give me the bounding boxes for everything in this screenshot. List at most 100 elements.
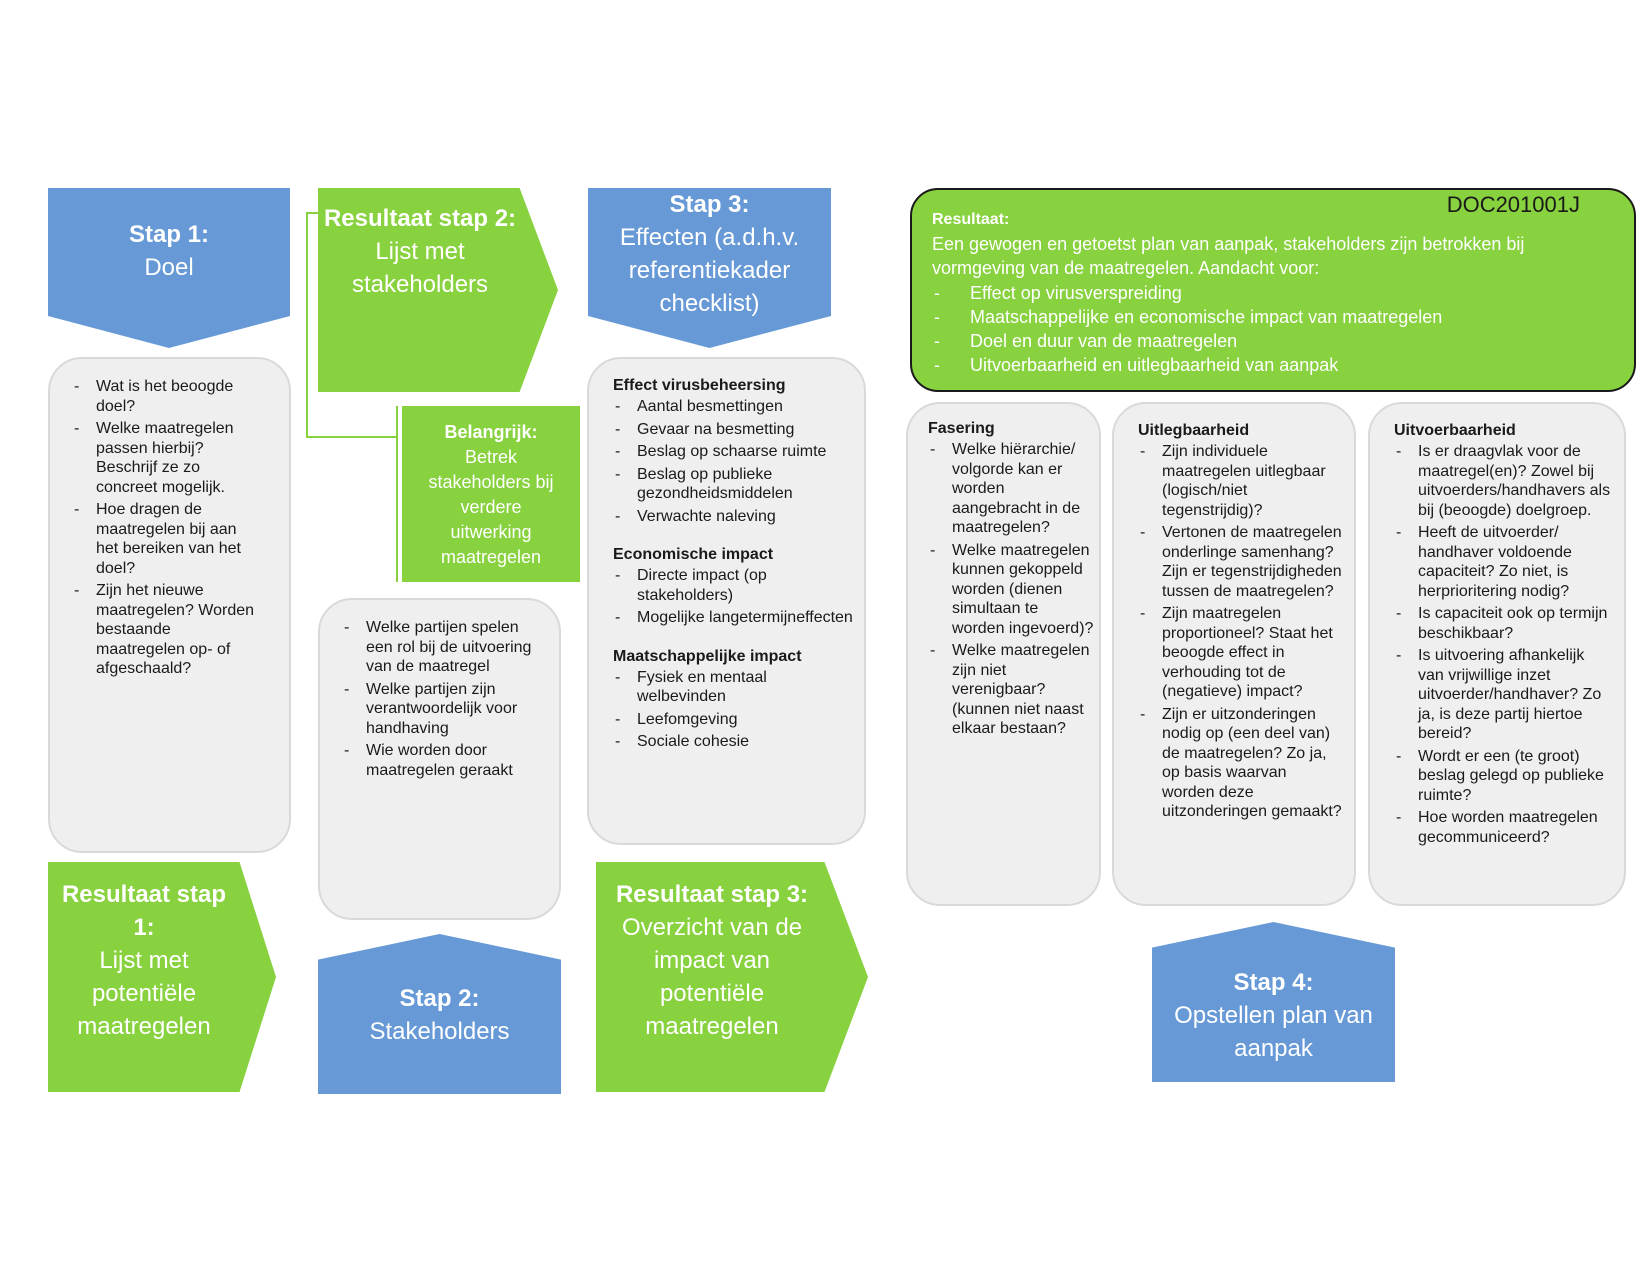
uitvoerbaarheid-card: Uitvoerbaarheid Is er draagvlak voor de … bbox=[1368, 402, 1626, 906]
list-item: Welke hiërarchie/ volgorde kan er worden… bbox=[928, 440, 1094, 538]
result-step1-line: potentiële bbox=[91, 980, 197, 1007]
list-item: Beslag op schaarse ruimte bbox=[613, 442, 853, 462]
connector-line bbox=[306, 436, 398, 438]
list-item: Wie worden door maatregelen geraakt bbox=[342, 741, 542, 780]
result-step3-line: Overzicht van de bbox=[621, 914, 803, 941]
connector-line bbox=[396, 406, 398, 582]
list-item: Aantal besmettingen bbox=[613, 397, 853, 417]
result-step1-line: Lijst met bbox=[99, 947, 189, 974]
list-item: Hoe worden maatregelen gecommuniceerd? bbox=[1394, 808, 1614, 847]
list-item: Vertonen de maatregelen onderlinge samen… bbox=[1138, 523, 1342, 601]
step4-line: aanpak bbox=[1234, 1035, 1313, 1062]
result-step3-title: Resultaat stap 3: bbox=[615, 881, 809, 908]
list-item: Welke partijen spelen een rol bij de uit… bbox=[342, 618, 542, 677]
step1-box: Stap 1: Doel bbox=[48, 188, 290, 348]
uitlegbaarheid-title: Uitlegbaarheid bbox=[1138, 422, 1250, 439]
final-result-list: Effect op virusverspreiding Maatschappel… bbox=[932, 281, 1614, 377]
list-item: Is er draagvlak voor de maatregel(en)? Z… bbox=[1394, 442, 1614, 520]
step4-line: Opstellen plan van bbox=[1174, 1002, 1373, 1029]
result2-connector bbox=[306, 212, 320, 438]
uitlegbaarheid-list: Zijn individuele maatregelen uitlegbaar … bbox=[1138, 442, 1342, 822]
list-item: Fysiek en mentaal welbevinden bbox=[613, 668, 853, 707]
list-item: Gevaar na besmetting bbox=[613, 420, 853, 440]
result-step3-line: maatregelen bbox=[645, 1013, 779, 1040]
important-line: stakeholders bij bbox=[428, 472, 554, 492]
fasering-list: Welke hiërarchie/ volgorde kan er worden… bbox=[928, 440, 1094, 739]
step3-title: Stap 3: bbox=[669, 191, 750, 218]
result-step1-line: maatregelen bbox=[77, 1013, 211, 1040]
section-list: Directe impact (op stakeholders) Mogelij… bbox=[613, 566, 853, 628]
result-step3-line: impact van bbox=[653, 947, 771, 974]
list-item: Zijn individuele maatregelen uitlegbaar … bbox=[1138, 442, 1342, 520]
step2-title: Stap 2: bbox=[399, 985, 480, 1012]
step3-effects-card: Effect virusbeheersing Aantal besmetting… bbox=[587, 357, 866, 845]
result-step1-chevron: Resultaat stap 1: Lijst met potentiële m… bbox=[48, 862, 276, 1092]
fasering-title: Fasering bbox=[928, 420, 995, 437]
list-item: Leefomgeving bbox=[613, 710, 853, 730]
section-list: Fysiek en mentaal welbevinden Leefomgevi… bbox=[613, 668, 853, 752]
step3-line: referentiekader bbox=[628, 257, 791, 284]
list-item: Sociale cohesie bbox=[613, 732, 853, 752]
step1-subtitle: Doel bbox=[144, 254, 194, 281]
section-title: Maatschappelijke impact bbox=[613, 647, 802, 665]
final-result-title: Resultaat: bbox=[932, 211, 1010, 228]
section-list: Aantal besmettingen Gevaar na besmetting… bbox=[613, 397, 853, 526]
step3-box: Stap 3: Effecten (a.d.h.v. referentiekad… bbox=[588, 188, 831, 348]
list-item: Wordt er een (te groot) beslag gelegd op… bbox=[1394, 747, 1614, 806]
important-box: Belangrijk: Betrek stakeholders bij verd… bbox=[402, 406, 580, 582]
important-line: verdere bbox=[460, 497, 522, 517]
list-item: Doel en duur van de maatregelen bbox=[932, 329, 1614, 353]
list-item: Mogelijke langetermijneffecten bbox=[613, 608, 853, 628]
final-result-line: vormgeving van de maatregelen. Aandacht … bbox=[932, 258, 1320, 278]
list-item: Zijn maatregelen proportioneel? Staat he… bbox=[1138, 604, 1342, 702]
list-item: Zijn het nieuwe maatregelen? Worden best… bbox=[72, 581, 262, 679]
step2-subtitle: Stakeholders bbox=[369, 1018, 510, 1045]
section-title: Economische impact bbox=[613, 546, 774, 563]
step4-title: Stap 4: bbox=[1233, 969, 1314, 996]
step3-sections: Effect virusbeheersing Aantal besmetting… bbox=[613, 375, 853, 755]
list-item: Effect op virusverspreiding bbox=[932, 281, 1614, 305]
result-step2-line: stakeholders bbox=[351, 271, 489, 298]
doc-id: DOC201001J bbox=[1446, 192, 1580, 217]
fasering-content: Fasering Welke hiërarchie/ volgorde kan … bbox=[928, 418, 1094, 742]
list-item: Zijn er uitzonderingen nodig op (een dee… bbox=[1138, 705, 1342, 822]
uitvoerbaarheid-title: Uitvoerbaarheid bbox=[1394, 422, 1516, 439]
list-item: Directe impact (op stakeholders) bbox=[613, 566, 853, 605]
uitvoerbaarheid-list: Is er draagvlak voor de maatregel(en)? Z… bbox=[1394, 442, 1614, 847]
list-item: Hoe dragen de maatregelen bij aan het be… bbox=[72, 500, 262, 578]
step2-questions-card: Welke partijen spelen een rol bij de uit… bbox=[318, 598, 561, 920]
list-item: Heeft de uitvoerder/ handhaver voldoende… bbox=[1394, 523, 1614, 601]
important-line: Betrek bbox=[464, 447, 518, 467]
result-step1-title: Resultaat stap 1: bbox=[61, 881, 227, 941]
result-step3-line: potentiële bbox=[659, 980, 765, 1007]
list-item: Is uitvoering afhankelijk van vrijwillig… bbox=[1394, 646, 1614, 744]
important-title: Belangrijk: bbox=[444, 422, 538, 442]
uitlegbaarheid-content: Uitlegbaarheid Zijn individuele maatrege… bbox=[1138, 420, 1342, 825]
result-step2-chevron: Resultaat stap 2: Lijst met stakeholders bbox=[318, 188, 558, 392]
uitvoerbaarheid-content: Uitvoerbaarheid Is er draagvlak voor de … bbox=[1394, 420, 1614, 850]
step2-box: Stap 2: Stakeholders bbox=[318, 934, 561, 1094]
step1-questions-list: Wat is het beoogde doel? Welke maatregel… bbox=[72, 377, 262, 682]
step1-title: Stap 1: bbox=[128, 221, 209, 248]
list-item: Uitvoerbaarheid en uitlegbaarheid van aa… bbox=[932, 353, 1614, 377]
step3-line: checklist) bbox=[659, 290, 760, 317]
step4-box: Stap 4: Opstellen plan van aanpak bbox=[1152, 922, 1395, 1082]
final-result-line: Een gewogen en getoetst plan van aanpak,… bbox=[932, 234, 1525, 254]
result-step2-title: Resultaat stap 2: bbox=[323, 205, 517, 232]
list-item: Is capaciteit ook op termijn beschikbaar… bbox=[1394, 604, 1614, 643]
list-item: Verwachte naleving bbox=[613, 507, 853, 527]
uitlegbaarheid-card: Uitlegbaarheid Zijn individuele maatrege… bbox=[1112, 402, 1356, 906]
step1-questions-card: Wat is het beoogde doel? Welke maatregel… bbox=[48, 357, 291, 853]
result-step2-line: Lijst met bbox=[375, 238, 465, 265]
final-result-box: DOC201001J Resultaat: Een gewogen en get… bbox=[910, 188, 1636, 392]
list-item: Welke maatregelen passen hierbij? Beschr… bbox=[72, 419, 262, 497]
important-line: uitwerking bbox=[450, 522, 532, 542]
list-item: Welke partijen zijn verantwoordelijk voo… bbox=[342, 680, 542, 739]
section-title: Effect virusbeheersing bbox=[613, 377, 786, 394]
list-item: Maatschappelijke en economische impact v… bbox=[932, 305, 1614, 329]
result-step3-chevron: Resultaat stap 3: Overzicht van de impac… bbox=[596, 862, 868, 1092]
step3-line: Effecten (a.d.h.v. bbox=[619, 224, 800, 251]
list-item: Welke maatregelen zijn niet verenigbaar?… bbox=[928, 641, 1094, 739]
important-line: maatregelen bbox=[440, 547, 542, 567]
list-item: Wat is het beoogde doel? bbox=[72, 377, 262, 416]
